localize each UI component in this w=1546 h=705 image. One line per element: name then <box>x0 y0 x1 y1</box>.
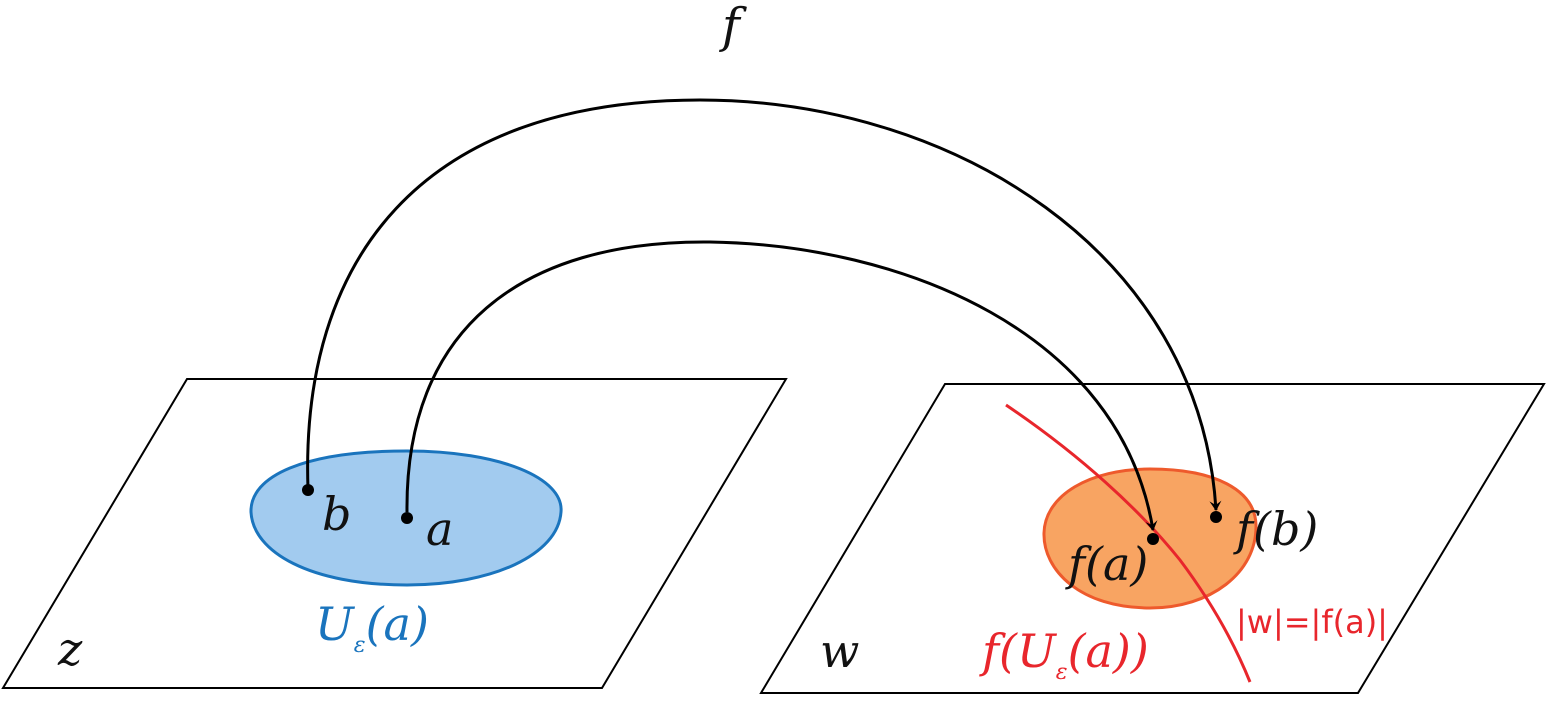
modulus-level-curve <box>1005 403 1252 683</box>
point-b-dot <box>302 484 314 496</box>
arrow-a-to-fa <box>405 240 1158 531</box>
image-label-sub: ε <box>1056 660 1068 685</box>
image-label-tail: (a)) <box>1068 624 1149 678</box>
arrow-b-to-fb <box>306 98 1222 511</box>
neighborhood-label-sub: ε <box>354 633 366 658</box>
neighborhood-label: Uε(a) <box>315 597 429 658</box>
neighborhood-label-main: U <box>315 597 356 651</box>
point-a-dot <box>401 512 413 524</box>
point-a-label: a <box>426 502 453 556</box>
w-plane-label: w <box>820 624 859 678</box>
neighborhood-label-tail: (a) <box>366 597 429 651</box>
map-label: f <box>719 0 747 54</box>
point-fb-dot <box>1210 511 1222 523</box>
image-region-label: f(Uε(a)) <box>979 624 1149 685</box>
modulus-curve-label: |w|=|f(a)| <box>1236 603 1388 641</box>
point-fa-dot <box>1147 533 1159 545</box>
point-fa-label: f(a) <box>1065 537 1148 591</box>
point-b-label: b <box>322 487 351 541</box>
image-label-prefix: f(U <box>979 624 1058 678</box>
z-plane-label: z <box>57 622 83 676</box>
z-plane <box>1 378 788 689</box>
w-plane <box>759 383 1546 694</box>
point-fb-label: f(b) <box>1233 502 1318 556</box>
